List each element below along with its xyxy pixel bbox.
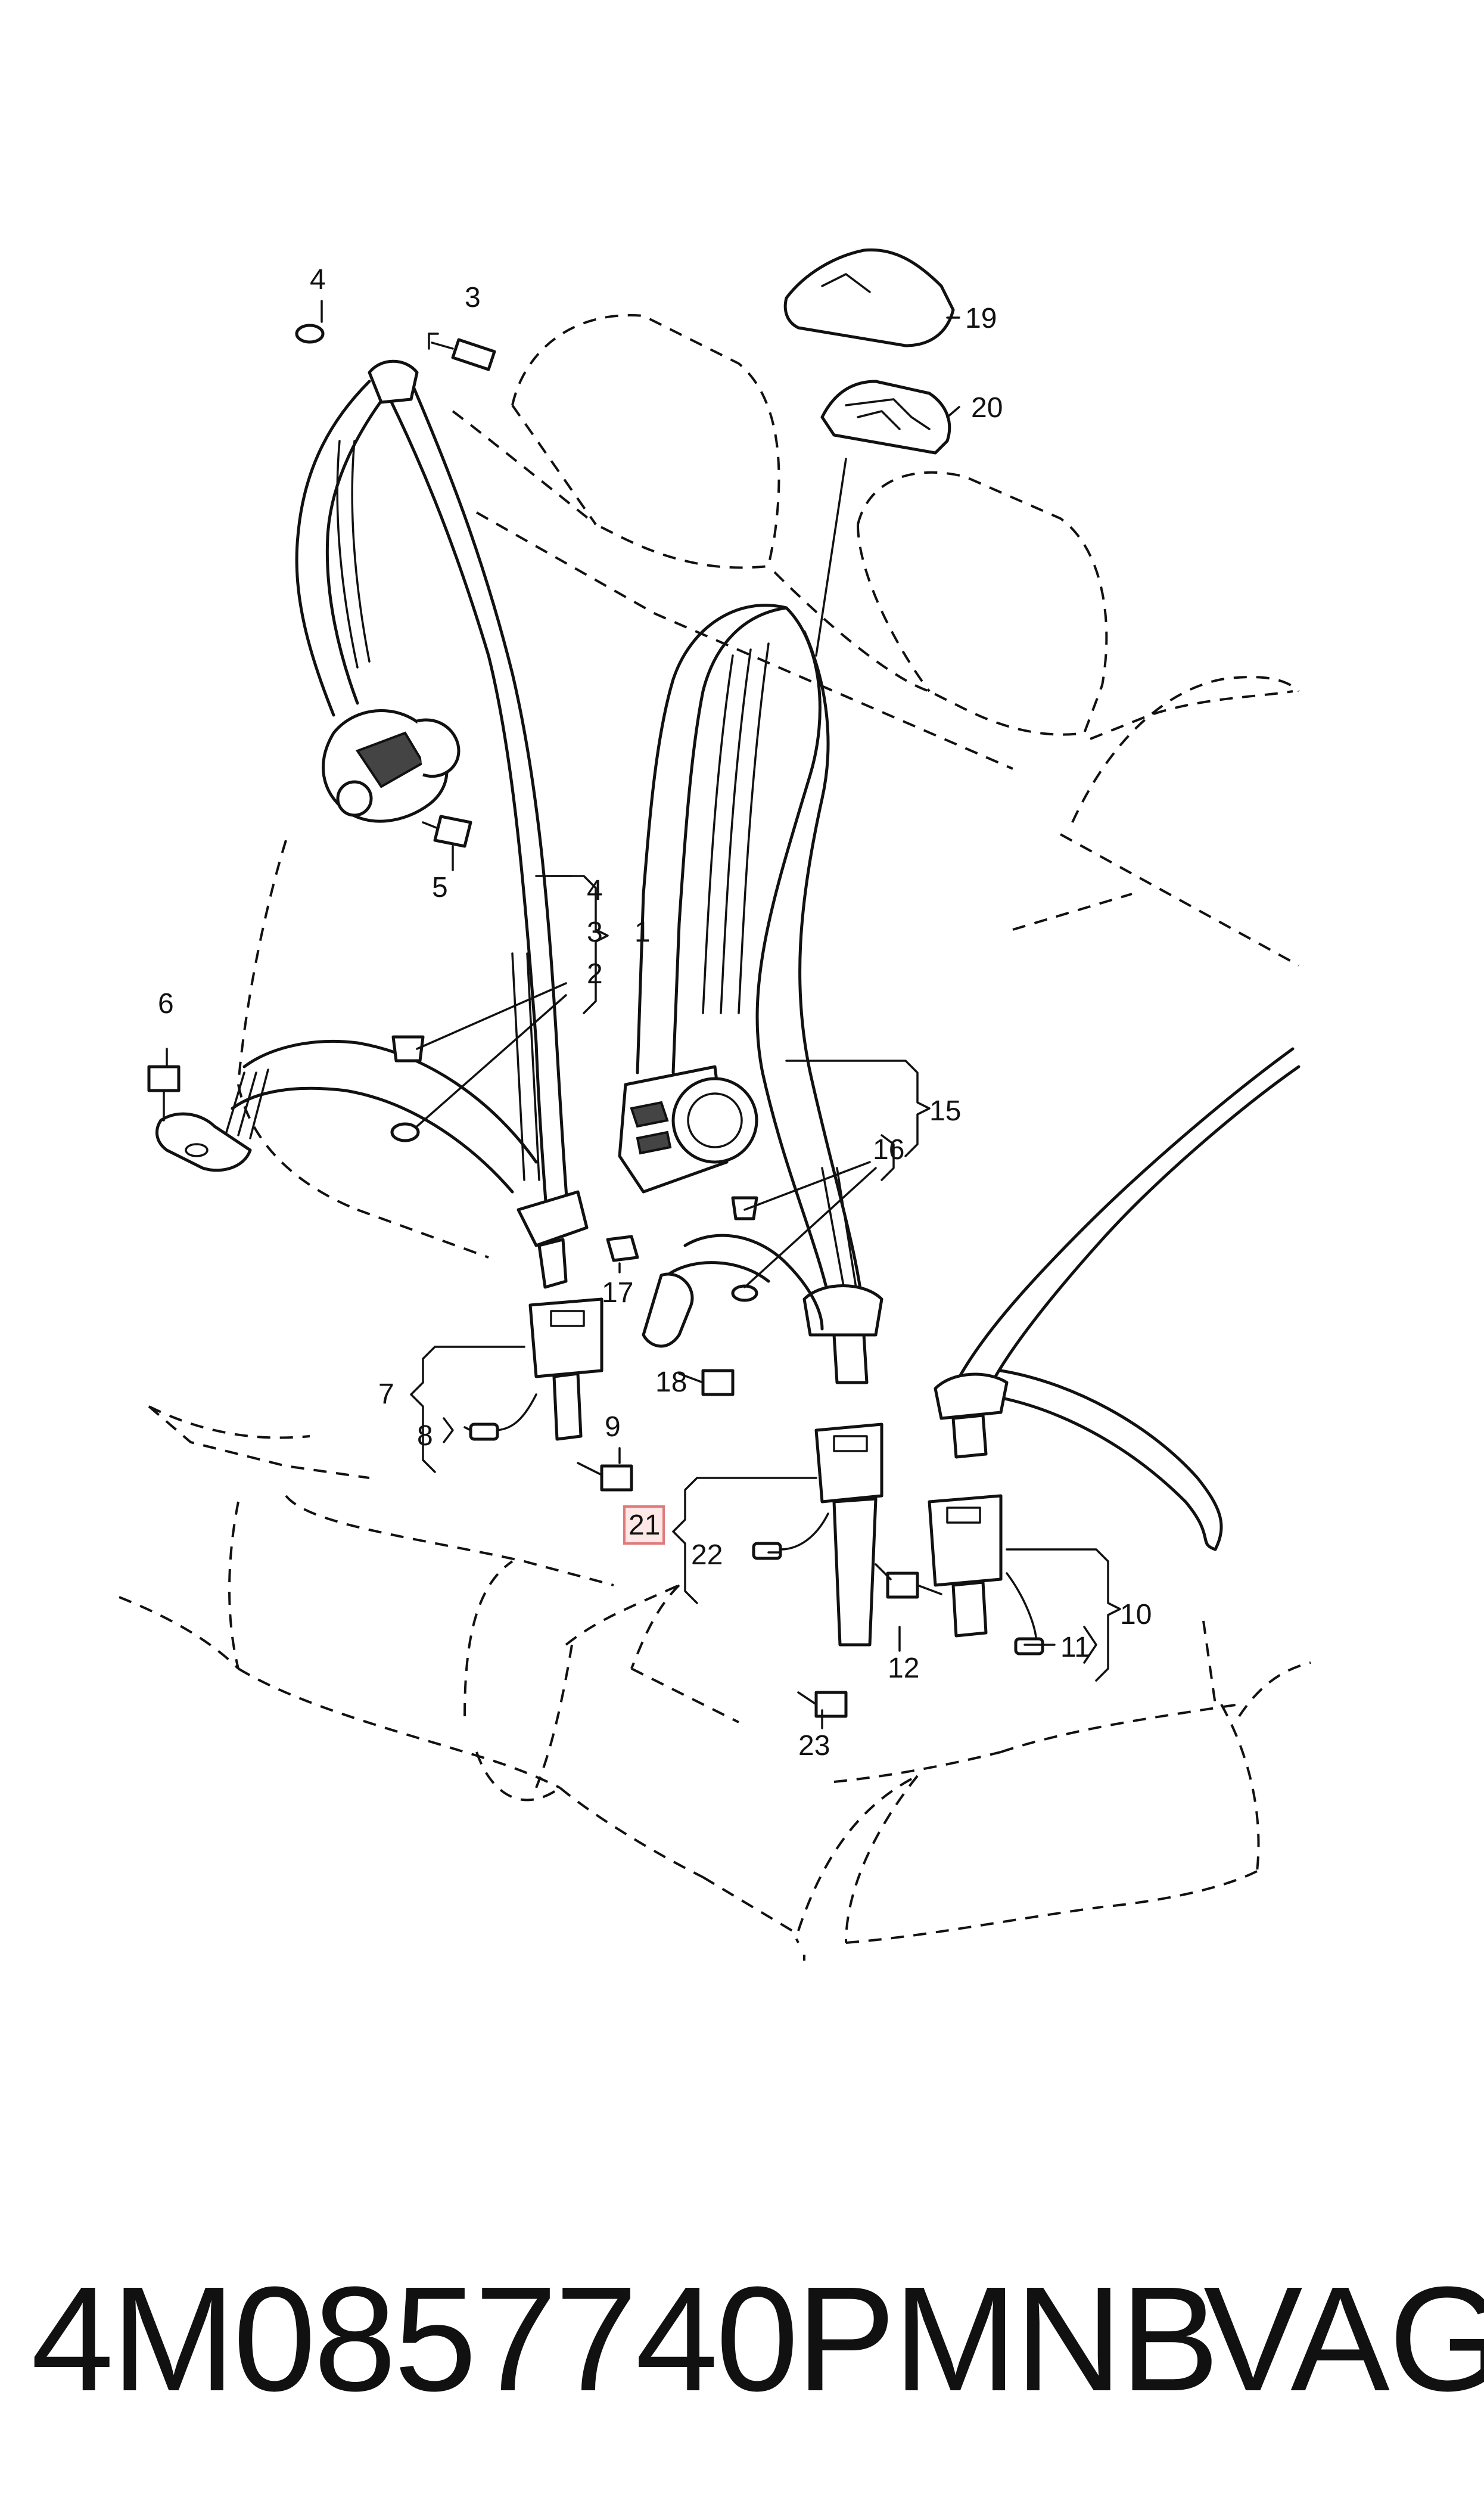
callout-8: 8 — [417, 1420, 433, 1452]
callout-19: 19 — [965, 303, 997, 334]
seat-belt-left — [155, 359, 589, 1289]
callout-15: 15 — [929, 1095, 961, 1127]
callout-3: 3 — [465, 282, 481, 313]
footer: 4M0857740PMNB VAG — [0, 2250, 1484, 2428]
trim-cover-19 — [783, 248, 955, 347]
hardware-parts — [147, 324, 942, 1718]
buckle-right-10 — [928, 1494, 1044, 1655]
callout-9: 9 — [605, 1411, 621, 1443]
callout-4: 4 — [310, 264, 326, 296]
callout-6: 6 — [158, 988, 174, 1020]
trim-guide-20 — [820, 380, 951, 455]
callout-12: 12 — [888, 1653, 919, 1684]
callout-10: 10 — [1120, 1599, 1152, 1630]
bracket-4: 4 — [587, 875, 603, 906]
callout-22: 22 — [691, 1539, 723, 1571]
callout-17: 17 — [602, 1277, 633, 1309]
callout-23: 23 — [798, 1730, 830, 1762]
callout-11: 11 — [1060, 1632, 1090, 1663]
buckle-left-7 — [469, 1297, 603, 1441]
callout-18: 18 — [655, 1366, 687, 1398]
leader-lines — [166, 300, 1056, 1729]
part-number: 4M0857740PMNB — [31, 2256, 1219, 2422]
callout-16: 16 — [873, 1134, 904, 1166]
callout-21: 21 — [629, 1509, 660, 1541]
seat-belt-far-right — [934, 1047, 1301, 1551]
callout-5: 5 — [432, 872, 448, 903]
bracket-2: 2 — [587, 958, 603, 990]
buckle-center-21 — [752, 1422, 883, 1647]
seat-outline-dashed — [119, 314, 1311, 1961]
group-brackets — [410, 875, 1121, 1682]
brand-label: VAG — [1203, 2256, 1484, 2422]
callout-7: 7 — [378, 1378, 394, 1410]
bracket-3: 3 — [587, 917, 603, 948]
callout-20: 20 — [971, 392, 1003, 424]
seat-belt-right — [618, 604, 883, 1384]
callout-1: 1 — [634, 917, 651, 948]
highlight-box-21 — [623, 1505, 665, 1545]
callout-labels: 4 3 19 20 5 4 3 1 2 6 15 16 17 18 7 8 9 … — [158, 264, 1152, 1762]
